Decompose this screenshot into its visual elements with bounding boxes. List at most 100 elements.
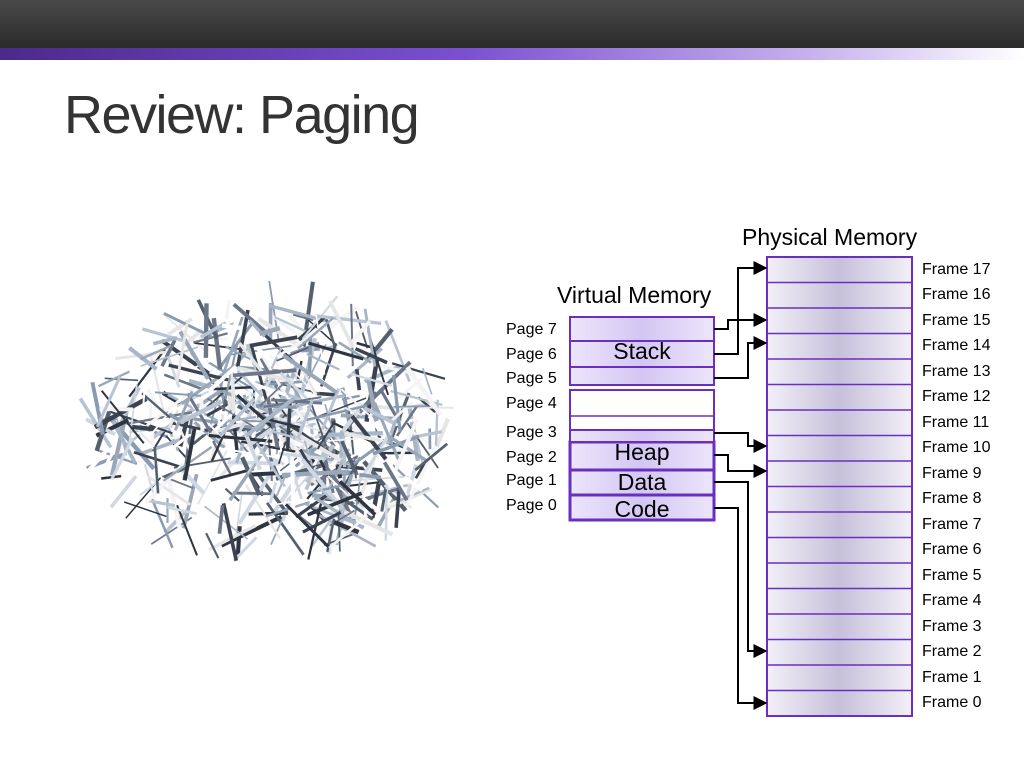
page-box (568, 468, 716, 497)
paper-strip (232, 491, 273, 496)
paper-strip (173, 390, 194, 431)
paper-strip (167, 409, 179, 429)
paper-strip (249, 335, 298, 348)
paper-strip (340, 440, 358, 474)
paper-strip (414, 442, 449, 472)
paper-strip (308, 397, 331, 458)
virtual-memory-heading: Virtual Memory (557, 282, 712, 308)
paper-strip (256, 380, 307, 387)
paper-strip (361, 496, 381, 514)
frame-label: Frame 13 (922, 362, 991, 380)
paper-strip (321, 388, 341, 431)
paper-strip (138, 435, 189, 457)
slide-title: Review: Paging (64, 85, 420, 145)
paper-strip (123, 501, 167, 518)
paper-strip (235, 492, 243, 535)
paper-strip (350, 372, 393, 387)
paper-strip (110, 437, 135, 480)
paper-strip (273, 495, 323, 506)
paper-strip (297, 316, 335, 350)
paper-strip (141, 327, 191, 345)
paper-strip (309, 521, 331, 549)
paper-strip (282, 353, 338, 395)
paper-strip (268, 481, 278, 504)
paper-strip (139, 344, 172, 361)
paper-strip (139, 481, 157, 497)
paper-strip (422, 367, 433, 395)
frame-label: Frame 12 (922, 388, 991, 406)
paper-strip (205, 532, 220, 559)
paper-strip (256, 403, 296, 409)
paper-strip (340, 388, 372, 418)
paper-strip (203, 303, 209, 358)
paper-strip (316, 420, 337, 450)
paper-strip (193, 332, 228, 344)
paper-strip (346, 347, 384, 379)
paper-strip (140, 346, 199, 367)
mapping-arrow (714, 454, 768, 478)
paper-strip (150, 498, 174, 549)
paper-strip (175, 323, 189, 383)
mapping-arrow (714, 507, 768, 710)
frame-label: Frame 1 (922, 668, 982, 686)
paper-strip (229, 295, 243, 341)
paper-strip (104, 377, 139, 382)
paper-strip (293, 371, 317, 396)
paper-strip (271, 429, 296, 439)
paper-strip (197, 336, 228, 341)
paper-strip (380, 489, 388, 512)
paper-strip (98, 370, 130, 388)
paper-strip (218, 397, 256, 438)
paper-strip (307, 483, 345, 495)
paper-strip (146, 498, 176, 508)
stack-segment-label: Stack (613, 338, 671, 364)
paper-strip (232, 302, 270, 336)
paper-strip (130, 424, 155, 432)
page-box (569, 366, 715, 386)
paper-strip (343, 509, 394, 537)
paper-strip (182, 428, 197, 481)
paper-strip (221, 503, 239, 562)
paper-strip (367, 414, 389, 443)
paper-strip (217, 504, 225, 534)
paper-strip (90, 381, 105, 435)
paper-strip (328, 514, 369, 550)
paper-strip (237, 373, 275, 434)
page-label: Page 2 (506, 449, 557, 466)
paper-strip (391, 362, 446, 380)
paper-strip (235, 526, 242, 555)
paper-strip (391, 374, 402, 432)
paper-strip (199, 321, 227, 339)
paper-strip (179, 399, 223, 425)
paper-strip (372, 434, 420, 456)
paper-strip (160, 339, 177, 367)
paper-strip (246, 337, 274, 364)
paper-strip (306, 353, 340, 371)
paper-strip (265, 502, 305, 556)
paper-strip (208, 433, 273, 443)
paper-strip (389, 401, 414, 424)
data-segment-label: Data (617, 469, 667, 495)
page-box (569, 316, 715, 342)
paper-strip (353, 306, 369, 349)
paper-strip (230, 371, 236, 414)
page-label: Page 7 (506, 321, 557, 338)
paper-strip (333, 520, 360, 535)
paper-strip (355, 369, 362, 391)
paper-strip (328, 300, 355, 349)
paper-strip (222, 389, 272, 414)
paper-strip (265, 500, 310, 518)
paper-strip (240, 456, 262, 496)
paper-strip (211, 440, 232, 475)
frame-label: Frame 14 (922, 337, 991, 355)
paper-strip (248, 511, 288, 516)
paper-strip (224, 300, 231, 320)
paper-strip (141, 392, 171, 419)
paper-strip (382, 461, 409, 502)
paper-strip (128, 384, 138, 446)
frame-label: Frame 9 (922, 464, 982, 482)
paper-strip (211, 317, 223, 370)
paper-strip (232, 536, 258, 562)
paper-strip (338, 341, 372, 364)
